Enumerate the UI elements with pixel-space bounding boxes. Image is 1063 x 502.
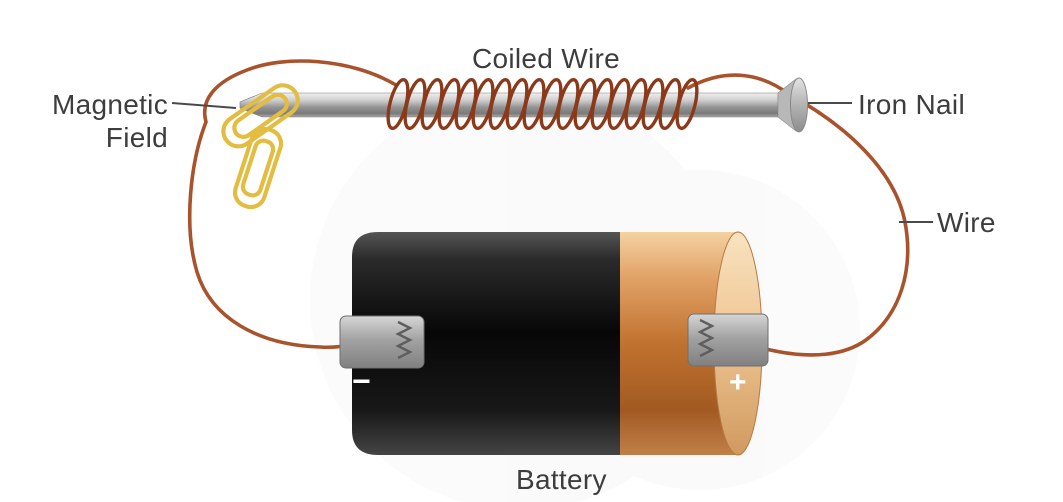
magnetic-field-label-line2: Field bbox=[105, 122, 168, 153]
terminal-spring bbox=[697, 318, 715, 358]
paperclip-inner-loop bbox=[240, 138, 276, 198]
terminal-plate bbox=[339, 315, 425, 369]
paperclip-outer-loop bbox=[232, 126, 284, 210]
wire-left-segment bbox=[187, 59, 398, 350]
battery-terminal-positive bbox=[687, 313, 769, 367]
paperclips bbox=[221, 83, 300, 210]
iron-nail-label: Iron Nail bbox=[858, 89, 965, 120]
paperclip-inner-loop bbox=[232, 92, 289, 139]
terminal-spring bbox=[395, 320, 413, 360]
battery-negative-body bbox=[352, 232, 620, 455]
magnetic-field-label-line1: Magnetic bbox=[51, 89, 168, 120]
battery-terminal-negative bbox=[339, 315, 425, 369]
battery: − + bbox=[339, 231, 769, 456]
paperclip bbox=[232, 126, 284, 210]
wire-coil bbox=[386, 77, 699, 131]
coil-loop bbox=[675, 77, 699, 131]
magnetic-field-leader-line bbox=[171, 102, 237, 109]
coiled-wire-label: Coiled Wire bbox=[472, 43, 621, 74]
battery-label: Battery bbox=[516, 464, 607, 495]
battery-minus-symbol: − bbox=[352, 363, 371, 399]
wire-label: Wire bbox=[937, 207, 996, 238]
nail-head bbox=[790, 77, 808, 133]
battery-plus-symbol: + bbox=[729, 366, 747, 399]
terminal-plate bbox=[687, 313, 769, 367]
magnetic-field-label: Magnetic Field bbox=[28, 88, 168, 154]
